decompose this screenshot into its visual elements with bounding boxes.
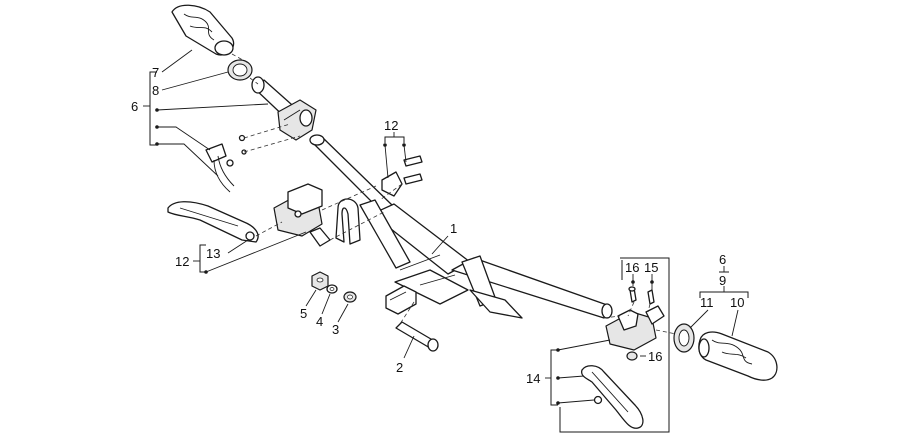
callout-4: 4 [316, 314, 323, 329]
left-brake-lever-part-13 [167, 201, 259, 243]
callout-14: 14 [526, 371, 540, 386]
callout-8: 8 [152, 83, 159, 98]
right-grip-ring-part-11 [673, 323, 695, 353]
master-cylinder-left [273, 183, 331, 247]
bolt-part-2 [395, 321, 439, 352]
callout-16-mid: 16 [648, 349, 662, 364]
nut-part-5 [311, 271, 329, 291]
callout-16-top: 16 [625, 260, 639, 275]
callout-13: 13 [206, 246, 220, 261]
assembly-dashed-lines [231, 53, 677, 335]
callout-3: 3 [332, 322, 339, 337]
callout-10: 10 [730, 295, 744, 310]
callout-1: 1 [450, 221, 457, 236]
handlebar-clamp-top [381, 155, 423, 197]
callout-2: 2 [396, 360, 403, 375]
washer-part-3 [343, 291, 357, 303]
left-grip-part-7 [171, 4, 235, 56]
leader-lines [143, 49, 749, 433]
callout-6-left: 6 [131, 99, 138, 114]
right-brake-lever-part-14 [580, 365, 644, 429]
throttle-assembly-part-6 [251, 76, 317, 141]
callout-7: 7 [152, 65, 159, 80]
right-master-cylinder [605, 286, 665, 361]
callout-15: 15 [644, 260, 658, 275]
handlebar-frame [309, 134, 613, 319]
callout-5: 5 [300, 306, 307, 321]
throttle-ring-part-8 [227, 59, 253, 81]
callout-9: 9 [719, 273, 726, 288]
callout-labels: 7 8 6 12 13 12 1 5 4 3 2 16 15 16 14 6 9… [131, 65, 744, 386]
callout-11: 11 [700, 295, 714, 310]
throttle-cable [205, 134, 247, 193]
right-grip-part-10 [698, 331, 778, 381]
callout-6-right: 6 [719, 252, 726, 267]
washer-part-4 [326, 284, 338, 294]
callout-12-left: 12 [175, 254, 189, 269]
callout-12-top: 12 [384, 118, 398, 133]
